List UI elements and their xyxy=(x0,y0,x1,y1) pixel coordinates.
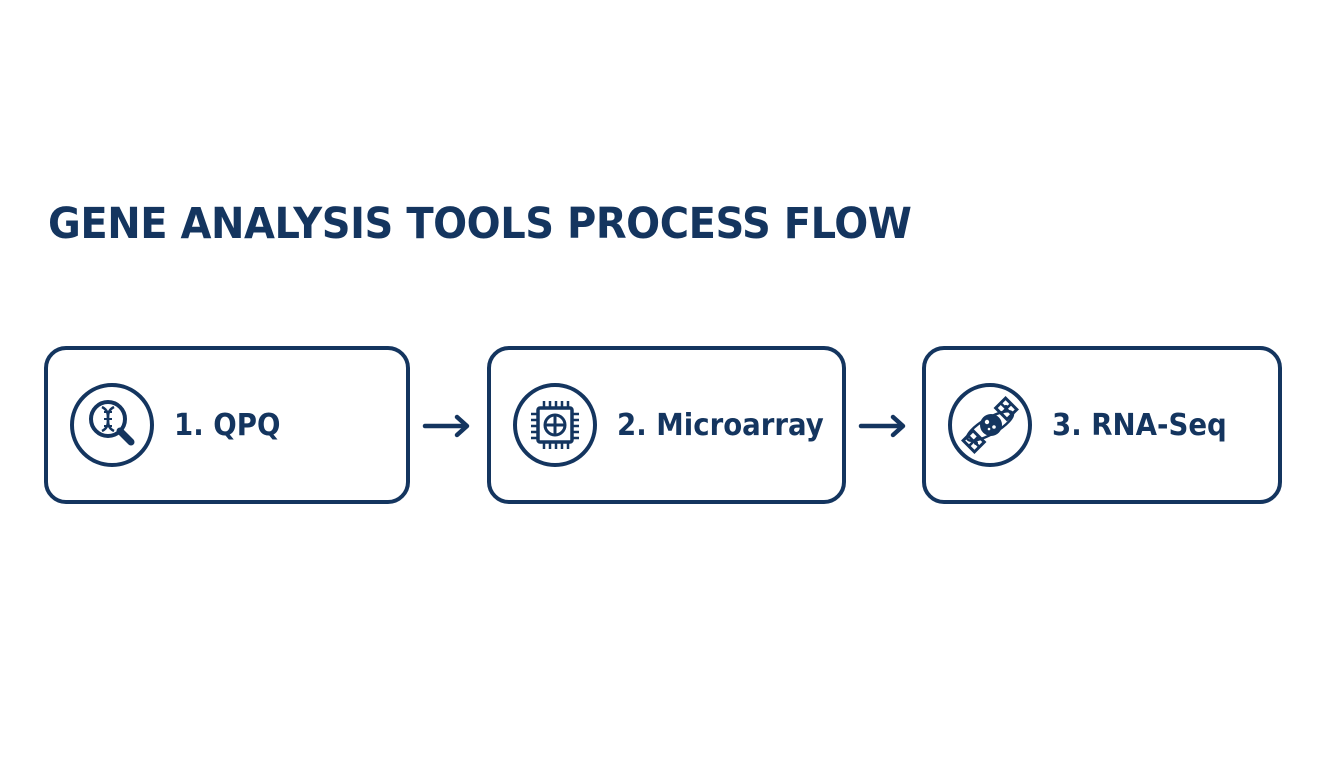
microchip-icon xyxy=(511,381,599,469)
step-label: 2. Microarray xyxy=(617,407,824,443)
step-microarray: 2. Microarray xyxy=(487,346,846,504)
arrow-right-icon xyxy=(422,413,472,439)
dna-magnifier-icon xyxy=(68,381,156,469)
page-title: GENE ANALYSIS TOOLS PROCESS FLOW xyxy=(48,199,912,249)
step-label: 3. RNA-Seq xyxy=(1052,407,1227,443)
step-qpq: 1. QPQ xyxy=(44,346,410,504)
step-label: 1. QPQ xyxy=(174,407,281,443)
arrow-right-icon xyxy=(858,413,908,439)
satellite-orbit-icon xyxy=(946,381,1034,469)
step-rna-seq: 3. RNA-Seq xyxy=(922,346,1282,504)
